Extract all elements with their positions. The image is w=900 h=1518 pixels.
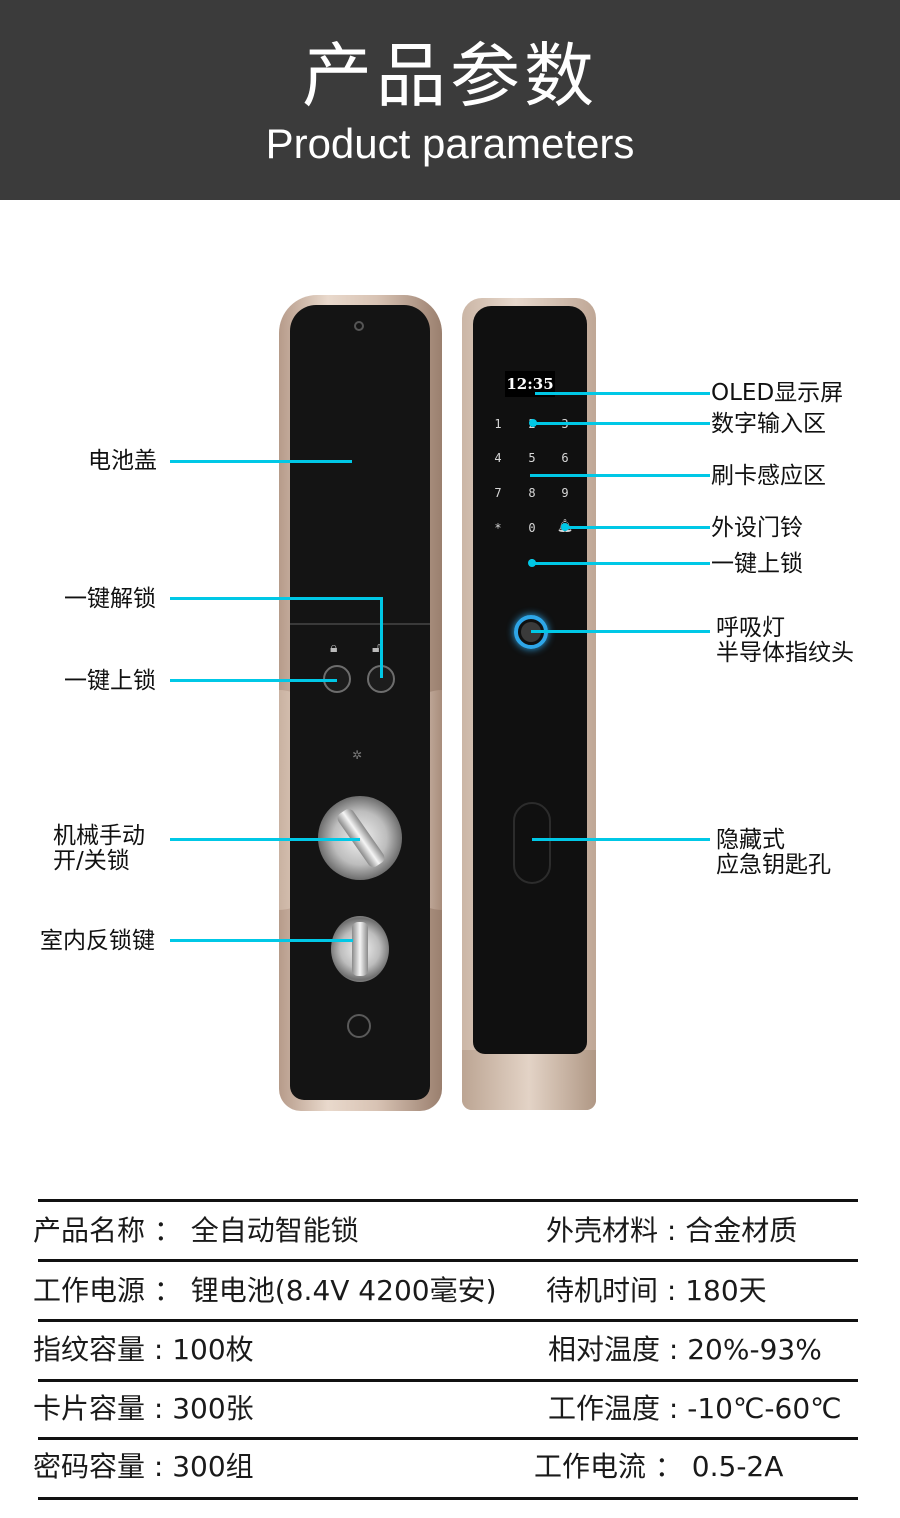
spec-left-cell: 卡片容量 : 300张	[33, 1392, 254, 1425]
spec-right-cell: 工作电流 ： 0.5-2A	[534, 1450, 784, 1483]
callout-line	[170, 460, 352, 463]
header-banner: 产品参数 Product parameters	[0, 0, 900, 200]
callout-fingerprint-head: 半导体指纹头	[716, 640, 854, 666]
table-rule	[38, 1259, 858, 1262]
spec-left-cell: 产品名称 ： 全自动智能锁	[33, 1214, 359, 1247]
callout-hidden-line1: 隐藏式	[716, 827, 785, 853]
spec-left-cell: 密码容量 : 300组	[33, 1450, 254, 1483]
spec-left-cell: 指纹容量 : 100枚	[33, 1333, 254, 1366]
table-rule	[38, 1319, 858, 1322]
callout-one-key-lock-left: 一键上锁	[64, 668, 156, 694]
callout-line	[532, 562, 710, 565]
outdoor-lock-panel	[473, 306, 587, 1054]
callout-indoor-antilock: 室内反锁键	[40, 928, 155, 954]
callout-one-key-unlock: 一键解锁	[64, 586, 156, 612]
callout-oled-display: OLED显示屏	[711, 380, 844, 406]
hidden-keyhole-cover[interactable]	[513, 802, 551, 884]
callout-hidden-line2: 应急钥匙孔	[716, 852, 831, 878]
table-rule	[38, 1437, 858, 1440]
battery-cover-edge	[290, 623, 430, 625]
outdoor-lock-base	[462, 1050, 596, 1110]
table-rule	[38, 1379, 858, 1382]
keypad-key[interactable]: *	[494, 521, 502, 535]
keypad-key[interactable]: 5	[528, 451, 536, 465]
callout-line	[533, 422, 710, 425]
callout-line	[170, 838, 360, 841]
spec-right-cell: 相对温度 : 20%-93%	[548, 1333, 822, 1366]
page-title: 产品参数	[302, 35, 598, 117]
callout-battery-cover: 电池盖	[88, 448, 157, 474]
callout-line	[532, 838, 710, 841]
keypad-key[interactable]: 1	[494, 417, 502, 431]
sensor-icon	[354, 321, 364, 331]
callout-line	[170, 597, 383, 600]
callout-line	[535, 392, 710, 395]
callout-mechanical-line1: 机械手动	[53, 823, 145, 849]
callout-digit-input: 数字输入区	[711, 411, 826, 437]
callout-breathing-light: 呼吸灯	[716, 615, 785, 641]
table-rule	[38, 1497, 858, 1500]
spec-left-cell: 工作电源 ： 锂电池(8.4V 4200毫安)	[33, 1274, 497, 1307]
keypad-key[interactable]: 0	[528, 521, 536, 535]
lock-icon: 🔒︎	[330, 640, 338, 656]
spec-right-cell: 工作温度 : -10℃-60℃	[548, 1392, 842, 1425]
callout-line	[530, 474, 710, 477]
callout-mechanical-line2: 开/关锁	[53, 848, 130, 874]
table-rule	[38, 1199, 858, 1202]
callout-card-sensor: 刷卡感应区	[711, 463, 826, 489]
callout-one-key-lock-right: 一键上锁	[711, 551, 803, 577]
unlock-icon: 🔓︎	[372, 640, 382, 656]
keypad-key[interactable]: 6	[561, 451, 569, 465]
spec-right-cell: 外壳材料 : 合金材质	[546, 1214, 798, 1247]
keypad-key[interactable]: 8	[528, 486, 536, 500]
reset-hole	[347, 1014, 371, 1038]
spec-right-cell: 待机时间 : 180天	[546, 1274, 767, 1307]
callout-line	[170, 939, 353, 942]
keypad-key[interactable]: 7	[494, 486, 502, 500]
callout-line	[380, 597, 383, 678]
callout-doorbell: 外设门铃	[711, 515, 803, 541]
reset-icon: ✲	[352, 748, 363, 762]
page-subtitle: Product parameters	[265, 120, 635, 167]
oled-display: 12:35	[505, 371, 555, 397]
callout-line	[531, 630, 710, 633]
keypad-key[interactable]: 4	[494, 451, 502, 465]
callout-line	[565, 526, 710, 529]
indoor-antilock-handle	[352, 922, 368, 976]
callout-line	[170, 679, 337, 682]
keypad-key[interactable]: 9	[561, 486, 569, 500]
